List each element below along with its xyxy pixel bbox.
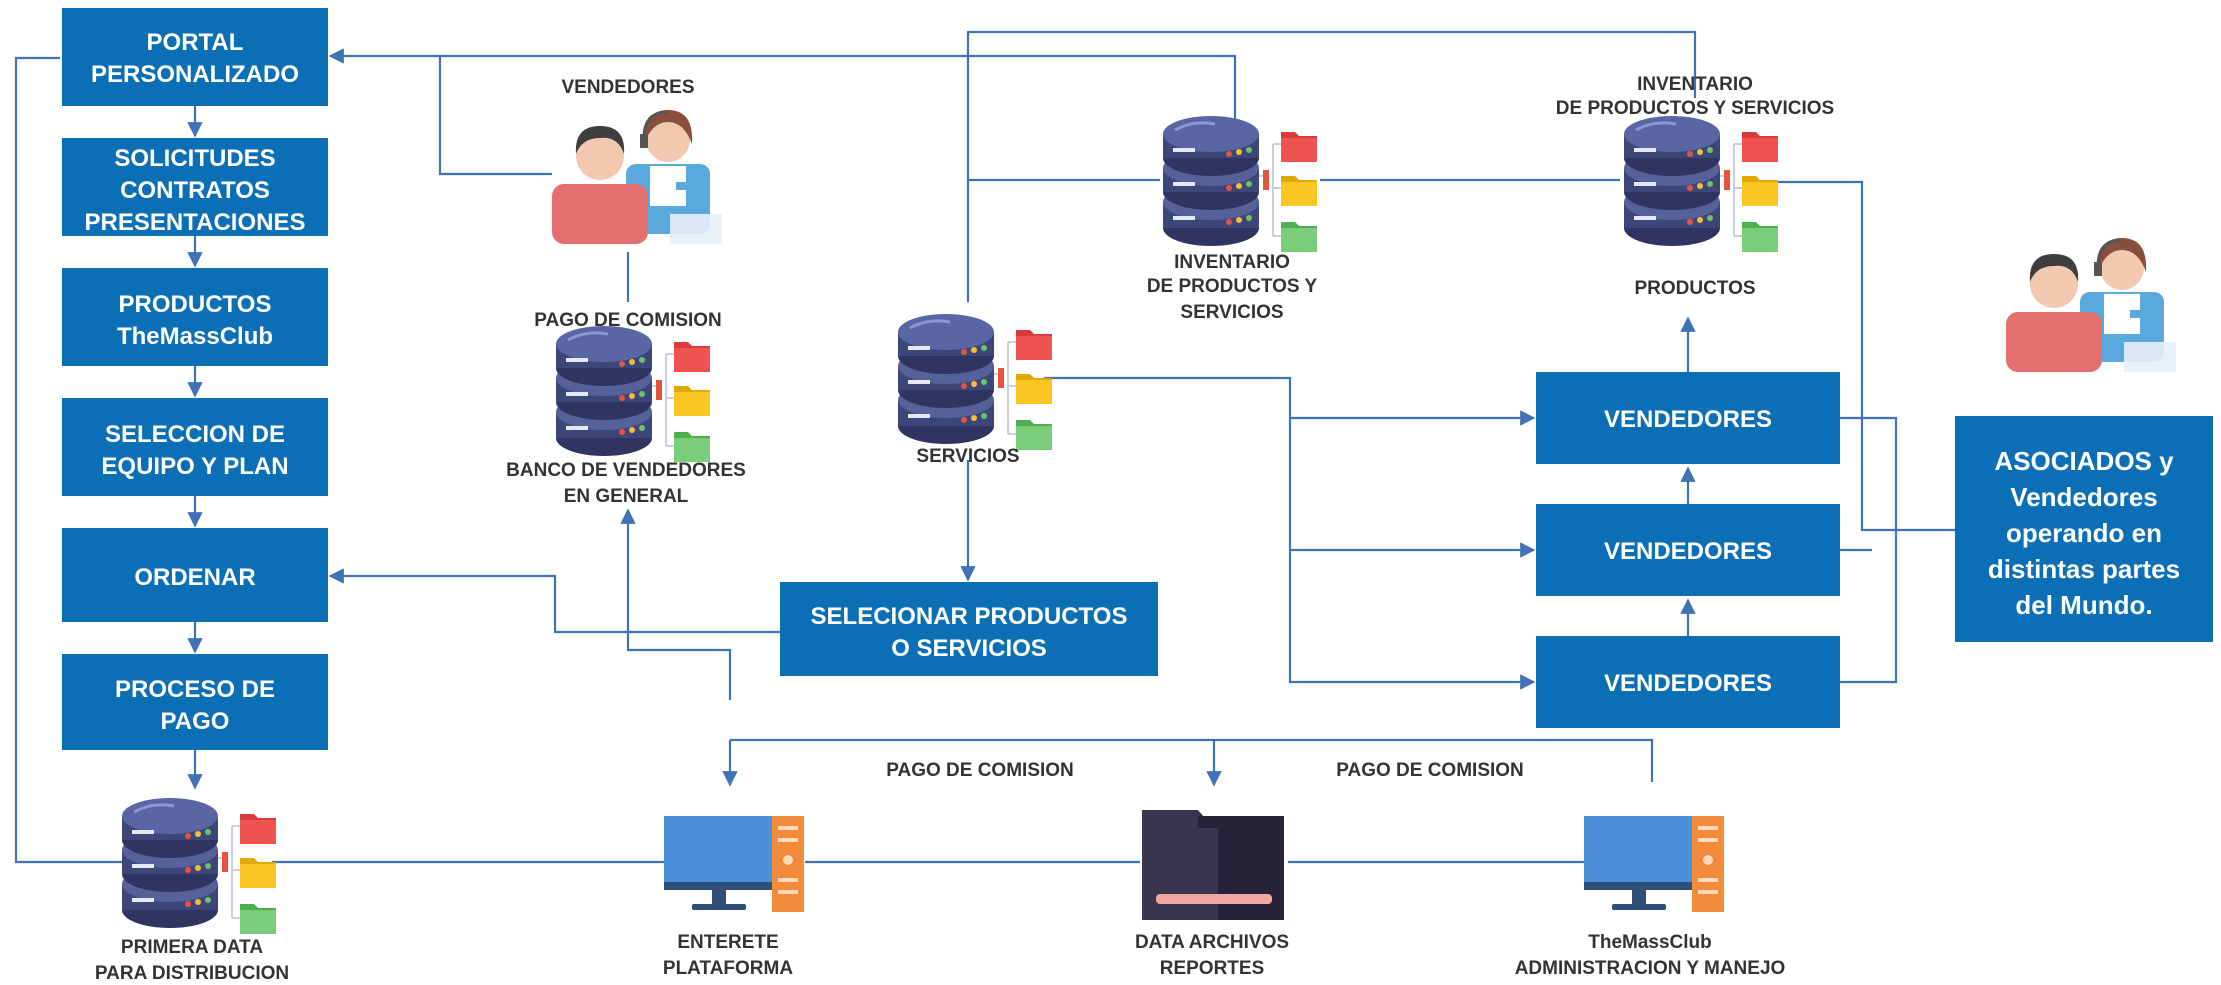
box-line: PROCESO DE [115, 676, 275, 703]
label-primera-data: PRIMERA DATA [121, 937, 263, 958]
box-line: VENDEDORES [1604, 670, 1772, 697]
people-support-icon [2004, 236, 2178, 374]
label-servicios: SERVICIOS [916, 446, 1019, 467]
box-ordenar: ORDENAR [62, 528, 328, 622]
people-support-icon [550, 108, 724, 246]
label-themassclub: TheMassClub [1588, 932, 1712, 953]
box-selecionar-productos: SELECIONAR PRODUCTOS O SERVICIOS [780, 582, 1158, 676]
box-vendedores-2: VENDEDORES [1536, 504, 1840, 596]
label-banco: BANCO DE VENDEDORES [506, 460, 746, 481]
label-vendedores-top: VENDEDORES [561, 77, 694, 98]
box-line: PORTAL [147, 29, 244, 56]
box-line: O SERVICIOS [891, 635, 1047, 662]
label-data-archivos: REPORTES [1160, 958, 1265, 979]
box-line: SELECCION DE [105, 421, 285, 448]
box-line: ASOCIADOS y [1994, 446, 2174, 476]
box-seleccion-equipo: SELECCION DE EQUIPO Y PLAN [62, 398, 328, 496]
box-productos-themassclub: PRODUCTOS TheMassClub [62, 268, 328, 366]
label-primera-data: PARA DISTRIBUCION [95, 963, 289, 984]
box-line: Vendedores [2010, 482, 2157, 512]
connectors [14, 30, 1955, 864]
label-themassclub: ADMINISTRACION Y MANEJO [1515, 958, 1786, 979]
box-line: del Mundo. [2015, 590, 2152, 620]
box-line: VENDEDORES [1604, 538, 1772, 565]
database-folders-icon [120, 796, 278, 936]
box-line: PAGO [161, 708, 230, 735]
label-productos: PRODUCTOS [1634, 278, 1755, 299]
label-inventario: INVENTARIO [1174, 252, 1290, 273]
box-line: CONTRATOS [120, 177, 270, 204]
label-enterete: ENTERETE [677, 932, 778, 953]
box-line: distintas partes [1988, 554, 2180, 584]
box-line: PRODUCTOS [119, 291, 272, 318]
box-line: SELECIONAR PRODUCTOS [811, 603, 1128, 630]
box-portal-personalizado: PORTAL PERSONALIZADO [62, 8, 328, 106]
box-asociados: ASOCIADOS y Vendedores operando en disti… [1955, 416, 2213, 642]
box-line: VENDEDORES [1604, 406, 1772, 433]
box-line: operando en [2006, 518, 2162, 548]
label-pago-comision: PAGO DE COMISION [886, 760, 1074, 781]
box-vendedores-1: VENDEDORES [1536, 372, 1840, 464]
computer-server-icon [1584, 816, 1724, 912]
database-folders-icon [896, 312, 1054, 452]
label-inventario: SERVICIOS [1180, 302, 1283, 323]
file-folder-icon [1142, 810, 1284, 920]
box-solicitudes: SOLICITUDES CONTRATOS PRESENTACIONES [62, 138, 328, 236]
database-folders-icon [554, 324, 712, 464]
box-line: ORDENAR [134, 564, 255, 591]
label-inventario: DE PRODUCTOS Y [1147, 276, 1318, 297]
label-enterete: PLATAFORMA [663, 958, 793, 979]
box-line: EQUIPO Y PLAN [101, 453, 288, 480]
box-vendedores-3: VENDEDORES [1536, 636, 1840, 728]
box-line: PRESENTACIONES [85, 209, 306, 236]
box-proceso-pago: PROCESO DE PAGO [62, 654, 328, 750]
label-inventario-top: DE PRODUCTOS Y SERVICIOS [1556, 98, 1834, 119]
box-line: TheMassClub [117, 323, 273, 350]
label-banco: EN GENERAL [564, 486, 689, 507]
computer-server-icon [664, 816, 804, 912]
label-data-archivos: DATA ARCHIVOS [1135, 932, 1289, 953]
database-folders-icon [1161, 114, 1319, 254]
label-pago-comision: PAGO DE COMISION [534, 310, 722, 331]
label-pago-comision: PAGO DE COMISION [1336, 760, 1524, 781]
label-inventario-top: INVENTARIO [1637, 74, 1753, 95]
database-folders-icon [1622, 114, 1780, 254]
box-line: SOLICITUDES [114, 145, 275, 172]
box-line: PERSONALIZADO [91, 61, 299, 88]
